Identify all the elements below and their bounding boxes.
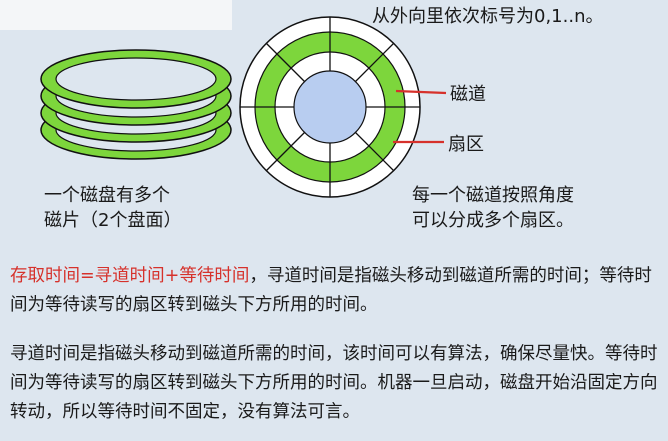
disk-caption: 一个磁盘有多个 磁片（2个盘面） [44, 183, 181, 233]
access-time-explanation: ，寻道时间是指磁头移动到磁道所需的时间；等待时间为等待读写的扇区转到磁头下方所用… [10, 266, 652, 315]
sector-label: 扇区 [448, 134, 484, 155]
track-label: 磁道 [450, 84, 486, 105]
sector-line [354, 131, 395, 172]
sector-lines [240, 17, 420, 197]
disk-caption-line1: 一个磁盘有多个 [44, 185, 170, 206]
track-caption-line2: 可以分成多个扇区。 [412, 210, 574, 231]
sector-line [354, 42, 395, 83]
sector-line [265, 131, 306, 172]
access-time-formula: 存取时间=寻道时间+等待时间 [10, 266, 250, 286]
track-sector-diagram [239, 16, 447, 198]
header-panel [0, 0, 232, 30]
track-caption-line1: 每一个磁道按照角度 [412, 185, 574, 206]
sector-line [265, 42, 306, 83]
disk-caption-line2: 磁片（2个盘面） [44, 210, 182, 231]
seek-wait-paragraph: 寻道时间是指磁头移动到磁道所需的时间，该时间可以有算法，确保尽量快。等待时间为等… [10, 344, 658, 422]
disk-stack [40, 49, 232, 160]
access-time-paragraph: 存取时间=寻道时间+等待时间，寻道时间是指磁头移动到磁道所需的时间；等待时间为等… [10, 262, 662, 320]
track-caption: 每一个磁道按照角度 可以分成多个扇区。 [412, 183, 574, 233]
track-pointer [395, 89, 447, 95]
numbering-hint: 从外向里依次标号为0,1..n。 [372, 6, 604, 27]
platter-1-hole [55, 57, 217, 101]
